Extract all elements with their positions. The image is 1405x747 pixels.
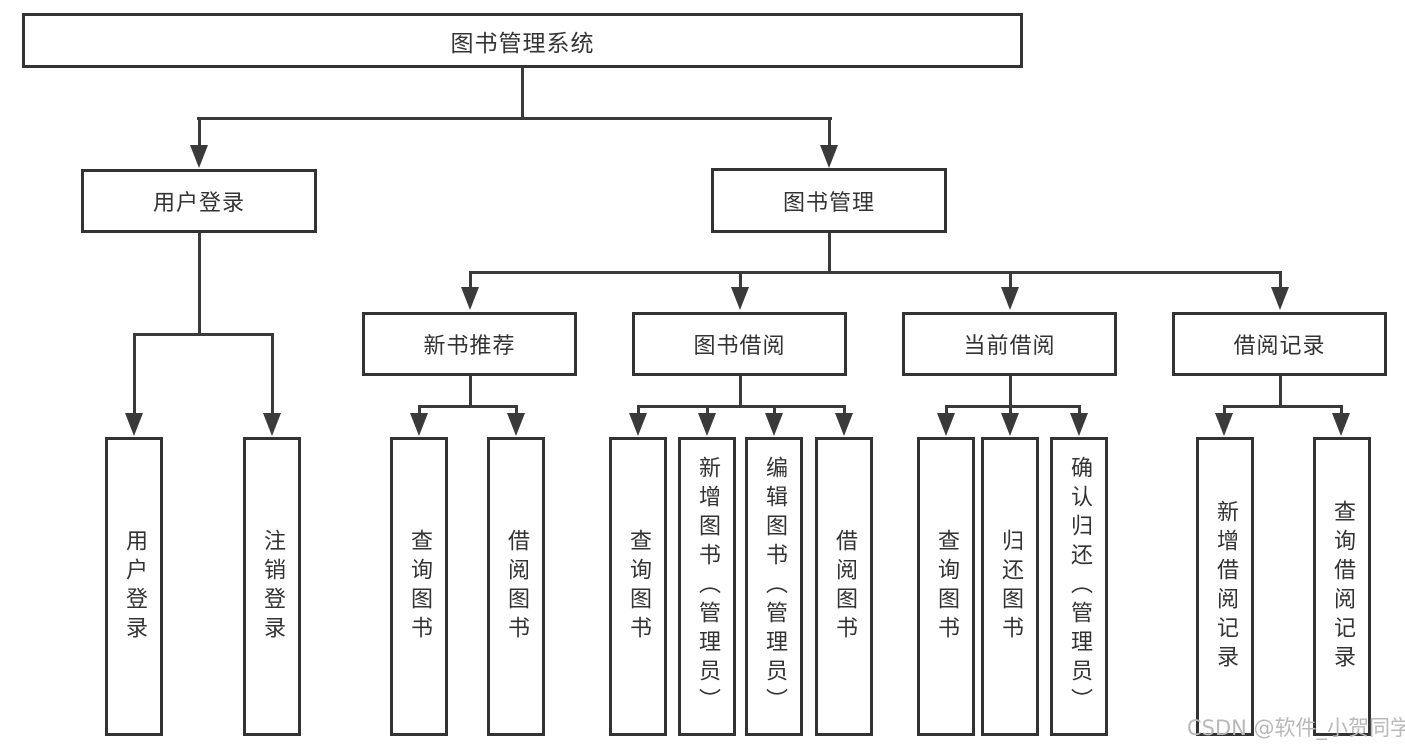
arrow-down-icon [765, 413, 783, 436]
arrow-down-icon [1070, 413, 1088, 436]
connector-drop-level3 [739, 273, 742, 289]
node-borrow-record: 借阅记录 [1172, 312, 1387, 376]
node-user-login-label: 用户登录 [152, 191, 245, 216]
connector-drop-level3 [469, 273, 472, 289]
connector-book-mgmt-stub [828, 233, 831, 273]
connector-drop-leaf [1009, 407, 1012, 417]
node-book-management: 图书管理 [711, 168, 947, 233]
connector-drop-leaf [637, 407, 640, 417]
arrow-down-icon [1001, 287, 1019, 310]
leaf-query-book-current: 查询图书 [917, 437, 975, 736]
leaf-edit-book-admin-label: 编辑图书（管理员） [762, 456, 787, 717]
leaf-confirm-return-admin-label: 确认归还（管理员） [1067, 456, 1092, 717]
connector-leaf-horizontal [1223, 405, 1343, 408]
connector-drop-leaf [843, 407, 846, 417]
connector-current-borrow-stub [1009, 376, 1012, 407]
leaf-query-book-borrow: 查询图书 [609, 437, 667, 736]
leaf-borrow-book-recommend-label: 借阅图书 [504, 528, 529, 645]
node-book-borrow-label: 图书借阅 [693, 334, 786, 359]
leaf-return-book: 归还图书 [981, 437, 1039, 736]
leaf-add-book-admin-label: 新增图书（管理员） [695, 456, 720, 717]
arrow-down-icon [937, 413, 955, 436]
arrow-down-icon [507, 413, 525, 436]
leaf-add-borrow-record-label: 新增借阅记录 [1213, 499, 1238, 674]
node-book-borrow: 图书借阅 [632, 312, 847, 376]
connector-level3-horizontal [469, 271, 1282, 274]
arrow-down-icon [190, 145, 208, 168]
leaf-logout: 注销登录 [243, 437, 301, 736]
connector-drop-leaf [706, 407, 709, 417]
connector-drop-leaf [1078, 407, 1081, 417]
arrow-down-icon [1332, 413, 1350, 436]
arrow-down-icon [263, 413, 281, 436]
arrow-down-icon [629, 413, 647, 436]
leaf-query-book-borrow-label: 查询图书 [626, 528, 651, 645]
connector-leaf-horizontal [637, 405, 846, 408]
leaf-logout-label: 注销登录 [260, 528, 285, 645]
connector-drop-leaf [945, 407, 948, 417]
arrow-down-icon [835, 413, 853, 436]
arrow-down-icon [1001, 413, 1019, 436]
leaf-add-book-admin: 新增图书（管理员） [678, 437, 736, 736]
connector-leaf-horizontal [945, 405, 1081, 408]
connector-borrow-record-stub [1279, 376, 1282, 407]
connector-drop-leaf [271, 335, 274, 414]
node-book-management-label: 图书管理 [782, 190, 875, 216]
arrow-down-icon [125, 413, 143, 436]
csdn-watermark: CSDN @软件_小贺同学 [1187, 716, 1405, 740]
arrow-down-icon [410, 413, 428, 436]
connector-drop-level3 [1279, 273, 1282, 289]
connector-drop-leaf [418, 407, 421, 417]
leaf-confirm-return-admin: 确认归还（管理员） [1050, 437, 1108, 736]
connector-user-login-stub [198, 233, 201, 335]
connector-drop-user-login [198, 119, 201, 148]
connector-drop-leaf [1223, 407, 1226, 417]
leaf-user-login: 用户登录 [105, 437, 163, 736]
arrow-down-icon [731, 287, 749, 310]
node-root-label: 图书管理系统 [450, 30, 595, 57]
arrow-down-icon [1215, 413, 1233, 436]
arrow-down-icon [1271, 287, 1289, 310]
leaf-borrow-book-borrow-label: 借阅图书 [832, 528, 857, 645]
leaf-query-book-recommend: 查询图书 [390, 437, 448, 736]
node-user-login: 用户登录 [81, 169, 317, 233]
leaf-query-borrow-record-label: 查询借阅记录 [1330, 499, 1355, 674]
connector-drop-leaf [1340, 407, 1343, 417]
connector-drop-leaf [773, 407, 776, 417]
leaf-user-login-label: 用户登录 [122, 528, 147, 645]
connector-leaf-horizontal [418, 405, 518, 408]
connector-user-login-horizontal [133, 333, 274, 336]
leaf-edit-book-admin: 编辑图书（管理员） [745, 437, 803, 736]
node-current-borrow: 当前借阅 [902, 312, 1117, 376]
connector-root-stub [521, 68, 524, 119]
node-current-borrow-label: 当前借阅 [963, 334, 1056, 359]
connector-new-book-rec-stub [469, 376, 472, 407]
node-new-book-recommend-label: 新书推荐 [423, 334, 516, 359]
leaf-query-book-current-label: 查询图书 [934, 528, 959, 645]
arrow-down-icon [461, 287, 479, 310]
node-root: 图书管理系统 [22, 13, 1023, 68]
connector-drop-leaf [133, 335, 136, 414]
connector-book-borrow-stub [739, 376, 742, 407]
node-new-book-recommend: 新书推荐 [362, 312, 577, 376]
connector-drop-level3 [1009, 273, 1012, 289]
connector-drop-leaf [515, 407, 518, 417]
leaf-return-book-label: 归还图书 [998, 528, 1023, 645]
leaf-query-borrow-record: 查询借阅记录 [1313, 437, 1371, 736]
arrow-down-icon [820, 145, 838, 168]
leaf-add-borrow-record: 新增借阅记录 [1196, 437, 1254, 736]
arrow-down-icon [698, 413, 716, 436]
connector-level2-horizontal [197, 117, 832, 120]
leaf-query-book-recommend-label: 查询图书 [407, 528, 432, 645]
leaf-borrow-book-borrow: 借阅图书 [815, 437, 873, 736]
node-borrow-record-label: 借阅记录 [1233, 334, 1326, 359]
leaf-borrow-book-recommend: 借阅图书 [487, 437, 545, 736]
connector-drop-book-mgmt [828, 119, 831, 148]
